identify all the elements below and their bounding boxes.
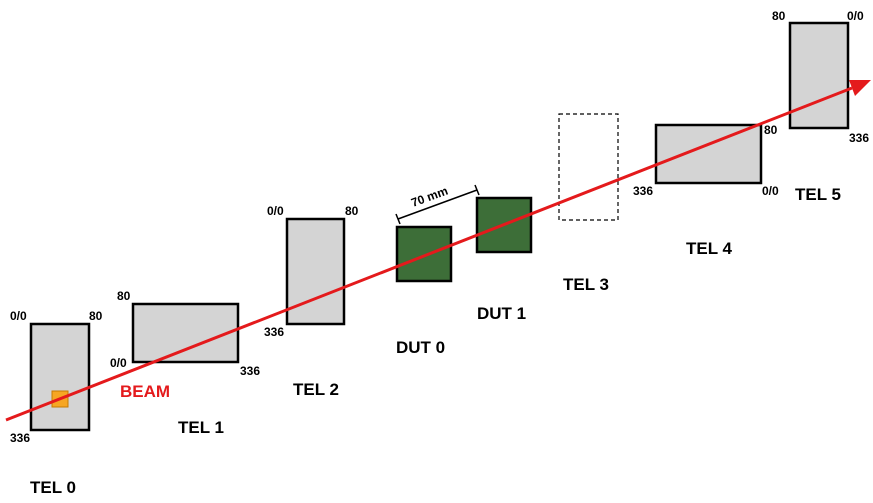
tel0-plane [29, 322, 91, 432]
tel2-plane [285, 217, 346, 326]
tel5-plane-group: 80 0/0 336 TEL 5 [772, 9, 869, 204]
tel5-corner-top-left: 80 [772, 9, 786, 23]
dut1-label: DUT 1 [477, 304, 526, 323]
beam-line [5, 86, 853, 422]
tel1-corner-top-left: 80 [117, 289, 131, 303]
beam-arrowhead [849, 80, 871, 96]
dut0-label: DUT 0 [396, 338, 445, 357]
tel1-corner-bottom-left: 0/0 [110, 356, 127, 370]
tel4-corner-bottom-right: 0/0 [762, 184, 779, 198]
beam-group: BEAM [5, 80, 871, 422]
tel4-corner-top-right: 80 [764, 123, 778, 137]
tel0-label: TEL 0 [30, 478, 76, 497]
tel1-corner-bottom-right: 336 [240, 364, 260, 378]
tel4-corner-bottom-left: 336 [633, 184, 653, 198]
spacing-dimension: 70 mm [395, 184, 480, 225]
tel3-plane-empty [558, 113, 619, 221]
tel4-plane [654, 123, 763, 185]
tel0-corner-top-left: 0/0 [10, 309, 27, 323]
tel0-corner-top-right: 80 [89, 309, 103, 323]
spacing-tick-right [474, 184, 480, 196]
tel1-plane-group: 80 0/0 336 TEL 1 [110, 289, 260, 437]
spacing-label: 70 mm [409, 184, 450, 210]
beam-label: BEAM [120, 382, 170, 401]
dut0-group: DUT 0 [395, 225, 453, 357]
spacing-tick-left [395, 213, 401, 225]
tel3-label: TEL 3 [563, 275, 609, 294]
tel4-plane-group: 80 336 0/0 TEL 4 [633, 123, 779, 258]
tel2-plane-group: 0/0 80 336 TEL 2 [264, 204, 359, 399]
tel5-label: TEL 5 [795, 185, 841, 204]
tel2-label: TEL 2 [293, 380, 339, 399]
tel1-label: TEL 1 [178, 418, 224, 437]
tel5-corner-top-right: 0/0 [847, 9, 864, 23]
dut0-plane [395, 225, 453, 283]
tel5-corner-bottom-right: 336 [849, 131, 869, 145]
tel5-plane [788, 21, 850, 130]
spacing-dimension-line [397, 189, 478, 220]
tel2-corner-top-right: 80 [345, 204, 359, 218]
tel2-corner-bottom-left: 336 [264, 325, 284, 339]
tel1-plane [131, 302, 240, 364]
tel0-corner-bottom-left: 336 [10, 431, 30, 445]
tel0-plane-group: 0/0 80 336 TEL 0 [10, 309, 103, 497]
tel3-plane-group: TEL 3 [558, 113, 619, 294]
tel4-label: TEL 4 [686, 239, 733, 258]
tel2-corner-top-left: 0/0 [267, 204, 284, 218]
